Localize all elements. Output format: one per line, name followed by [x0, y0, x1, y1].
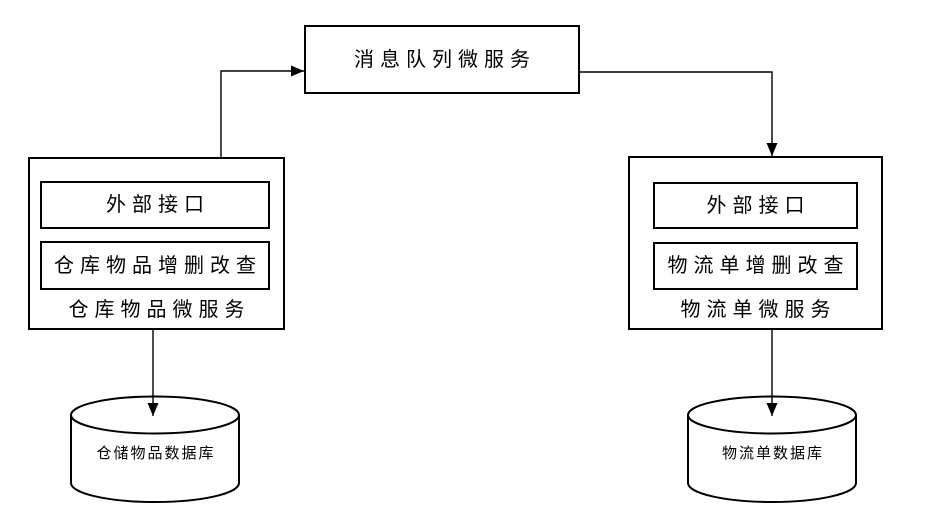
database-cylinder-icon — [70, 395, 240, 503]
logistics-database-label: 物流单数据库 — [721, 445, 824, 462]
logistics-service-title: 物流单微服务 — [680, 299, 837, 321]
message-queue-service-label: 消息队列微服务 — [354, 48, 536, 71]
warehouse-external-interface-box: 外部接口 — [40, 181, 270, 229]
warehouse-database-label: 仓储物品数据库 — [96, 445, 216, 462]
warehouse-external-interface-label: 外部接口 — [106, 194, 210, 216]
arrow-message-queue-to-logistics — [580, 71, 778, 156]
node-logistics-order-database: 物流单数据库 — [686, 395, 858, 505]
node-warehouse-items-database: 仓储物品数据库 — [69, 395, 241, 505]
warehouse-service-title: 仓库物品微服务 — [68, 299, 251, 321]
node-warehouse-items-service: 外部接口 仓库物品增删改查 仓库物品微服务 — [28, 157, 285, 330]
logistics-crud-box: 物流单增删改查 — [653, 242, 858, 290]
logistics-external-interface-label: 外部接口 — [706, 194, 811, 217]
arrow-warehouse-to-message-queue — [220, 65, 304, 157]
logistics-crud-label: 物流单增删改查 — [667, 255, 850, 277]
warehouse-crud-label: 仓库物品增删改查 — [54, 254, 262, 277]
node-message-queue-service: 消息队列微服务 — [304, 25, 580, 94]
warehouse-crud-box: 仓库物品增删改查 — [40, 241, 270, 290]
logistics-external-interface-box: 外部接口 — [653, 182, 858, 229]
node-logistics-order-service: 外部接口 物流单增删改查 物流单微服务 — [628, 156, 883, 330]
